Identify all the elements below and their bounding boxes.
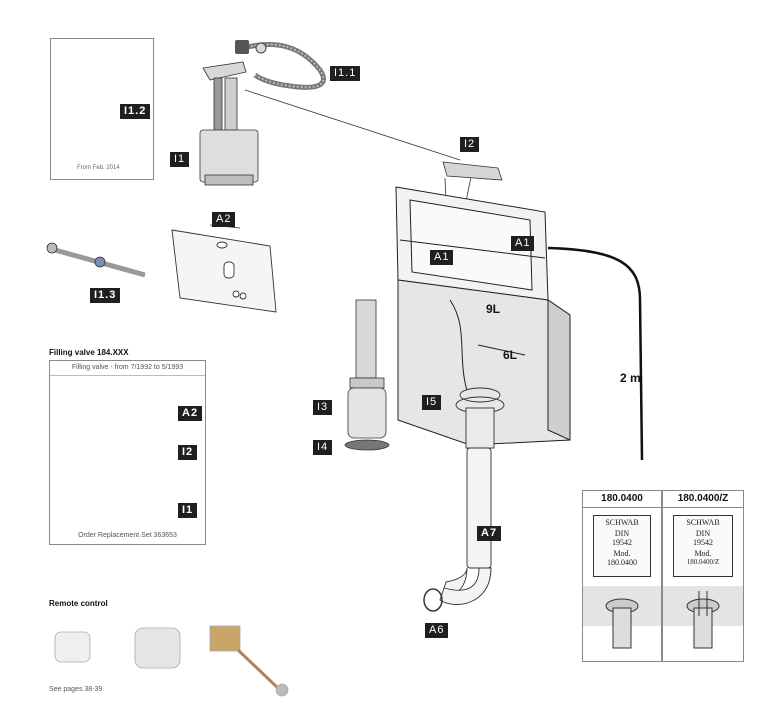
plate-mod-2: Mod.: [694, 549, 712, 558]
model-divider-1: [583, 507, 661, 508]
plate-brand-2: SCHWAB: [686, 518, 720, 527]
plate-model-2: 180.0400/Z: [686, 558, 720, 566]
filling-valve-tag-i1: I1: [178, 503, 198, 518]
filling-valve-divider: [50, 375, 205, 376]
model-detail-1: [583, 586, 661, 649]
filling-valve-subtitle: Filling valve - from 7/1992 to 5/1993: [71, 364, 184, 371]
remote-title: Remote control: [49, 599, 108, 608]
model-detail-2: [663, 586, 743, 649]
label-a7: A7: [477, 526, 502, 541]
label-i11: I1.1: [330, 66, 361, 81]
label-i12: I1.2: [120, 104, 151, 119]
filling-valve-tag-i2: I2: [178, 445, 198, 460]
model-code-1: 180.0400: [601, 493, 643, 504]
cable-2m: [547, 246, 644, 461]
rod-i13: [46, 242, 146, 278]
model-plate-1: SCHWAB DIN 19542 Mod. 180.0400: [593, 515, 651, 577]
label-i3: I3: [313, 400, 333, 415]
filling-valve-i1: [199, 61, 259, 186]
ring-a6: [423, 588, 443, 612]
plate-model-1: 180.0400: [607, 558, 637, 567]
label-i5: I5: [422, 395, 442, 410]
filling-valve-tag-a2: A2: [178, 406, 203, 421]
inset-caption: From Feb. 2014: [77, 165, 120, 171]
mark-6l: 6L: [503, 348, 518, 362]
plate-din-1: DIN: [614, 529, 630, 538]
label-a1-left: A1: [430, 250, 454, 265]
filling-valve-title: Filling valve 184.XXX: [49, 348, 129, 357]
plate-number-1: 19542: [612, 538, 632, 547]
model-plate-2: SCHWAB DIN 19542 Mod. 180.0400/Z: [673, 515, 733, 577]
hose-i11: [235, 40, 326, 90]
model-code-2: 180.0400/Z: [677, 493, 729, 504]
model-box-2: 180.0400/Z SCHWAB DIN 19542 Mod. 180.040…: [662, 490, 744, 662]
mounting-plate-a2: [171, 229, 277, 313]
label-i13: I1.3: [90, 288, 121, 303]
remote-artwork: [54, 625, 289, 697]
label-i4: I4: [313, 440, 333, 455]
outlet-i5: [455, 387, 505, 449]
cable-length: 2 m: [620, 371, 641, 385]
plate-brand-1: SCHWAB: [605, 518, 639, 527]
label-i2: I2: [460, 137, 480, 152]
label-a6: A6: [425, 623, 449, 638]
mark-9l: 9L: [486, 302, 501, 316]
model-box-1: 180.0400 SCHWAB DIN 19542 Mod. 180.0400: [582, 490, 662, 662]
label-a1-right: A1: [511, 236, 535, 251]
plate-number-2: 19542: [693, 538, 713, 547]
flush-valve-i3: [344, 299, 390, 451]
label-i1: I1: [170, 152, 190, 167]
model-divider-2: [663, 507, 743, 508]
remote-note: See pages 38-39: [49, 686, 103, 693]
cistern-frame: [395, 186, 549, 301]
valve-top-i2: [442, 161, 503, 181]
label-a2: A2: [212, 212, 236, 227]
plate-mod-1: Mod.: [613, 549, 631, 558]
filling-valve-footer: Order Replacement Set 363653: [78, 532, 177, 539]
plate-din-2: DIN: [695, 529, 711, 538]
